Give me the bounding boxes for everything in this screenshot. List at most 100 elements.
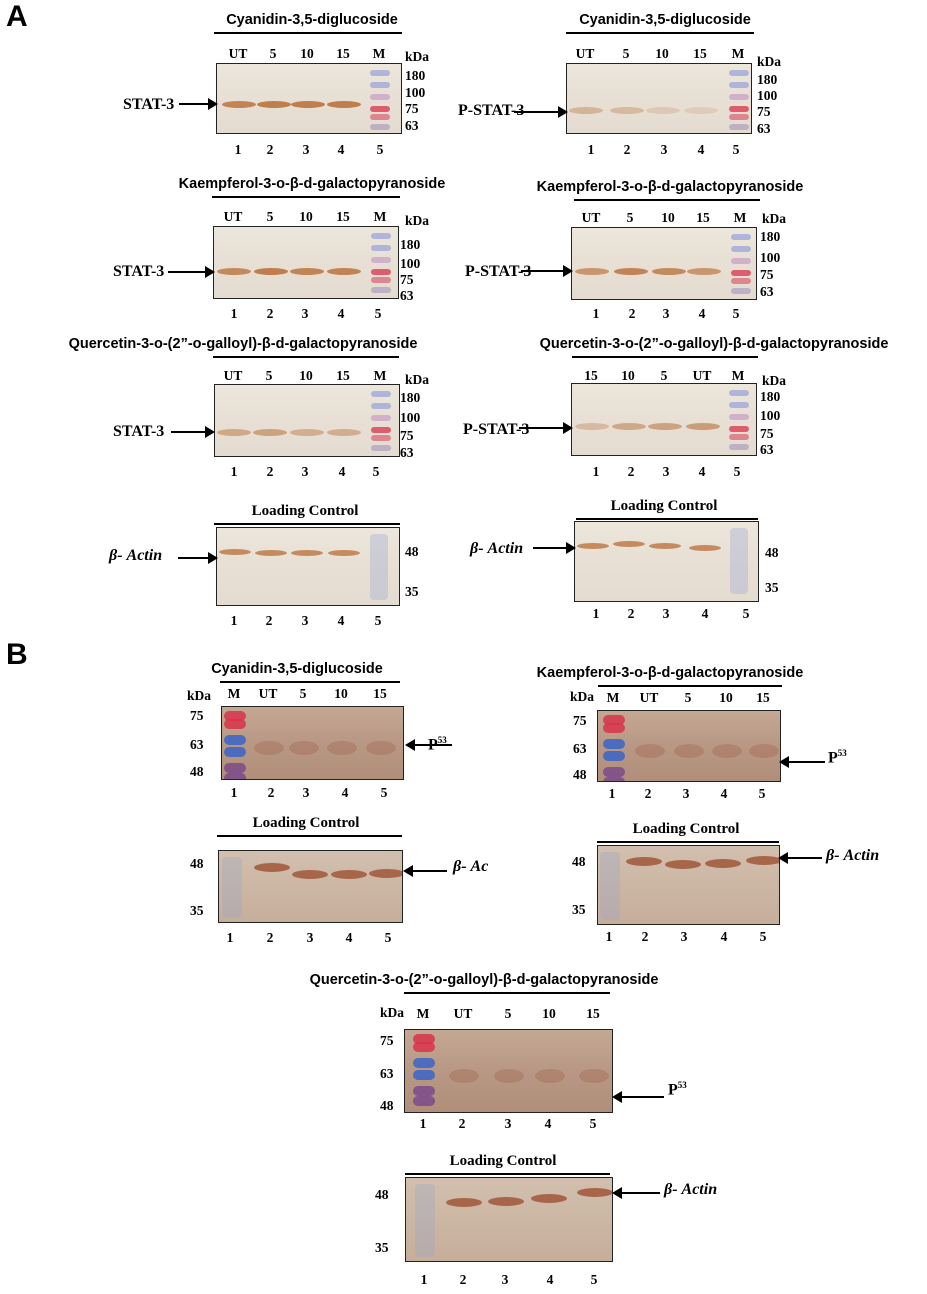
- protein-arrow: [521, 265, 573, 277]
- protein-band: [686, 422, 720, 430]
- lane-number: 3: [301, 306, 309, 321]
- title-underline: [597, 841, 779, 843]
- western-blot: [571, 227, 757, 300]
- western-blot-p53: [221, 706, 404, 780]
- western-blot: [566, 63, 752, 134]
- dose-label: UT: [223, 209, 243, 224]
- western-blot-actin: [405, 1177, 613, 1262]
- protein-band: [253, 428, 287, 436]
- actin-band: [446, 1197, 482, 1207]
- marker-band: [731, 288, 751, 294]
- lane-number: 3: [504, 1116, 512, 1131]
- marker-size-label: 180: [760, 229, 781, 244]
- dose-label: 5: [299, 686, 307, 701]
- lane-number: 1: [419, 1116, 427, 1131]
- title-underline: [574, 199, 760, 201]
- marker-size-label: 48: [190, 764, 204, 779]
- marker-size-label: 63: [760, 442, 774, 457]
- p53-arrow: [405, 739, 452, 751]
- dose-label: UT: [692, 368, 712, 383]
- p53-band: [674, 743, 704, 758]
- dose-label: 10: [719, 690, 733, 705]
- protein-arrow: [168, 266, 215, 278]
- actin-label: β- Actin: [470, 540, 524, 557]
- protein-band: [327, 428, 361, 436]
- marker-band: [371, 233, 391, 239]
- protein-band: [569, 106, 603, 114]
- marker-band: [603, 739, 625, 749]
- dose-label: 10: [621, 368, 635, 383]
- dose-label: 10: [542, 1006, 556, 1021]
- protein-band: [257, 100, 291, 108]
- dose-label: 15: [584, 368, 598, 383]
- lane-number: 2: [265, 613, 273, 628]
- marker-size-label: 48: [405, 544, 419, 559]
- dose-label: 15: [373, 686, 387, 701]
- marker-band: [371, 391, 391, 397]
- title-underline: [572, 356, 758, 358]
- actin-band: [331, 869, 367, 879]
- lane-number: 3: [680, 929, 688, 944]
- marker-size-label: 100: [760, 250, 781, 265]
- protein-band: [652, 267, 686, 275]
- protein-band: [290, 267, 324, 275]
- lane-number: 4: [337, 613, 345, 628]
- dose-label: UT: [575, 46, 595, 61]
- protein-label: P-STAT-3: [463, 421, 530, 438]
- protein-label: STAT-3: [123, 96, 175, 113]
- marker-size-label: 48: [190, 856, 204, 871]
- marker-size-label: 63: [190, 737, 204, 752]
- lane-number: 5: [372, 464, 380, 479]
- dose-label: 5: [622, 46, 630, 61]
- marker-band: [729, 390, 749, 396]
- marker-size-label: 75: [380, 1033, 394, 1048]
- western-blot-actin: [216, 527, 400, 606]
- blot-title: Kaempferol-3-o-β-d-galactopyranoside: [536, 665, 804, 681]
- marker-size-label: 63: [757, 121, 771, 136]
- marker-band: [371, 427, 391, 433]
- lane-number: 1: [592, 606, 600, 621]
- lane-number: 4: [337, 142, 345, 157]
- kda-label: kDa: [570, 689, 595, 704]
- actin-band: [255, 550, 287, 556]
- dose-label: 5: [626, 210, 634, 225]
- lane-number: 1: [592, 306, 600, 321]
- dose-label: 5: [265, 368, 273, 383]
- marker-band: [371, 415, 391, 421]
- marker-ladder: [600, 852, 620, 920]
- lane-number: 3: [660, 142, 668, 157]
- lane-number: 1: [605, 929, 613, 944]
- dose-label: UT: [453, 1006, 473, 1021]
- lane-number: 1: [230, 306, 238, 321]
- lane-number: 5: [589, 1116, 597, 1131]
- actin-band: [746, 855, 779, 865]
- marker-size-label: 180: [405, 68, 426, 83]
- dose-label: UT: [258, 686, 278, 701]
- marker-ladder: [222, 857, 242, 918]
- protein-label: STAT-3: [113, 263, 165, 280]
- marker-size-label: 75: [573, 713, 587, 728]
- marker-band: [370, 106, 390, 112]
- marker-size-label: 48: [765, 545, 779, 560]
- p53-label: P53: [828, 748, 847, 767]
- marker-band: [370, 70, 390, 76]
- title-underline: [214, 32, 402, 34]
- marker-size-label: 35: [572, 902, 586, 917]
- marker-band: [731, 246, 751, 252]
- blot-title: Cyanidin-3,5-diglucoside: [226, 12, 398, 28]
- lane-number: 5: [758, 786, 766, 801]
- dose-label: 5: [660, 368, 668, 383]
- protein-band: [575, 267, 609, 275]
- marker-band: [729, 434, 749, 440]
- lane-number: 5: [376, 142, 384, 157]
- protein-band: [217, 428, 251, 436]
- title-underline: [217, 835, 402, 837]
- actin-band: [626, 856, 662, 866]
- marker-size-label: 180: [760, 389, 781, 404]
- p53-superscript: 53: [837, 748, 847, 758]
- lane-number: 2: [628, 306, 636, 321]
- dose-label: 15: [586, 1006, 600, 1021]
- marker-size-label: 180: [400, 390, 421, 405]
- lane-number: 5: [590, 1272, 598, 1287]
- marker-size-label: 75: [405, 101, 419, 116]
